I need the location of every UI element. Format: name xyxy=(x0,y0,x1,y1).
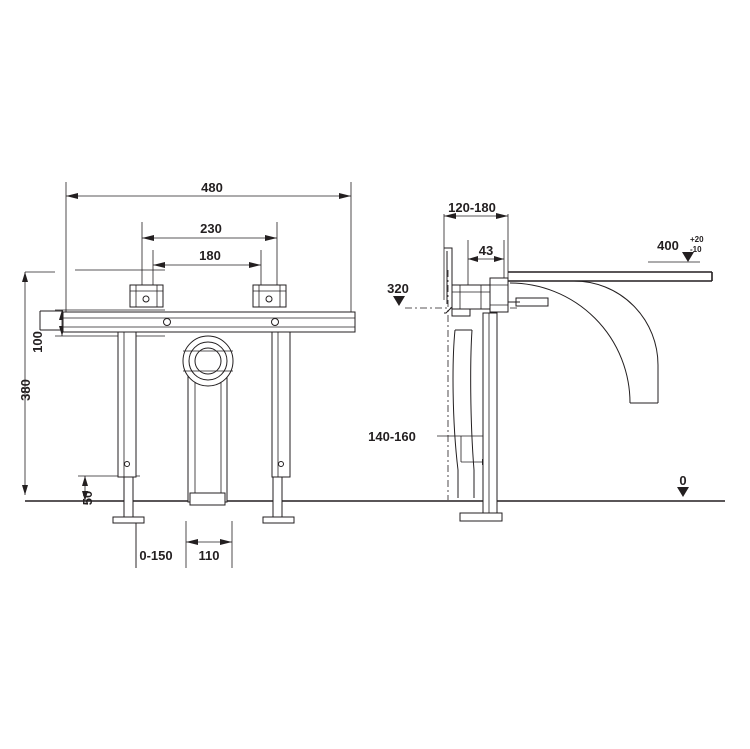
dim-label-230: 230 xyxy=(200,221,222,236)
dim-label-320: 320 xyxy=(387,281,409,296)
leg-left-upper xyxy=(117,331,137,478)
level-marker-320 xyxy=(393,296,405,306)
dim-label-400: 400 xyxy=(657,238,679,253)
dim-label-43: 43 xyxy=(479,243,493,258)
front-view-group: 480 230 180 100 380 50 xyxy=(18,180,725,568)
side-waste-pipe-right xyxy=(470,329,475,498)
dim-label-400-plus: +20 xyxy=(690,235,704,244)
pipe-collar-inner xyxy=(194,347,222,375)
dim-label-400-minus: -10 xyxy=(690,245,702,254)
dim-label-50: 50 xyxy=(80,491,95,505)
rail-section-side xyxy=(489,277,509,313)
bracket-block-foot xyxy=(451,309,471,317)
arrow-120-180-left xyxy=(444,213,456,219)
support-rail xyxy=(62,311,356,333)
tap-connector xyxy=(515,297,549,307)
leg-left-pin xyxy=(124,461,130,467)
arrow-43-right xyxy=(494,256,504,262)
arrow-180-right xyxy=(249,262,261,268)
arrow-230-left xyxy=(142,235,154,241)
waste-pipe-body xyxy=(187,371,228,503)
dim-label-480: 480 xyxy=(201,180,223,195)
waste-pipe-base xyxy=(189,492,226,506)
arrow-43-left xyxy=(468,256,478,262)
side-leg-foot xyxy=(459,512,503,522)
arrow-110-left xyxy=(186,539,198,545)
arrow-380-bottom xyxy=(22,485,28,495)
arrow-480-left xyxy=(66,193,78,199)
dim-label-380: 380 xyxy=(18,379,33,401)
arrow-480-right xyxy=(339,193,351,199)
rail-hole-left xyxy=(163,318,171,326)
leg-left-lower xyxy=(123,476,134,518)
side-view-group: 120-180 43 320 400 +20 -10 140-160 0 xyxy=(368,200,713,522)
leg-right-foot xyxy=(262,516,295,524)
arrow-110-right xyxy=(220,539,232,545)
dim-label-0: 0 xyxy=(679,473,686,488)
basin-bowl-inner xyxy=(509,282,631,404)
leg-left-foot xyxy=(112,516,145,524)
level-marker-400 xyxy=(682,252,694,262)
arrow-50-bottom xyxy=(82,491,88,501)
dim-label-100: 100 xyxy=(30,331,45,353)
level-marker-0 xyxy=(677,487,689,497)
rail-hole-right xyxy=(271,318,279,326)
bracket-block xyxy=(451,284,491,310)
arrow-50-top xyxy=(82,476,88,486)
leg-right-lower xyxy=(272,476,283,518)
side-waste-pipe-left xyxy=(452,329,459,498)
arrow-180-left xyxy=(153,262,165,268)
arrow-230-right xyxy=(265,235,277,241)
dim-label-140-160: 140-160 xyxy=(368,429,416,444)
arrow-380-top xyxy=(22,272,28,282)
bracket-right-hole xyxy=(265,295,273,303)
dim-label-0-150: 0-150 xyxy=(139,548,172,563)
arrow-120-180-right xyxy=(496,213,508,219)
leg-right-pin xyxy=(278,461,284,467)
leg-right-upper xyxy=(271,331,291,478)
dim-label-180: 180 xyxy=(199,248,221,263)
bracket-left-hole xyxy=(142,295,150,303)
side-leg xyxy=(482,312,498,514)
dim-label-110: 110 xyxy=(199,548,220,563)
basin-bowl-outer xyxy=(573,280,659,366)
dim-label-120-180: 120-180 xyxy=(448,200,496,215)
